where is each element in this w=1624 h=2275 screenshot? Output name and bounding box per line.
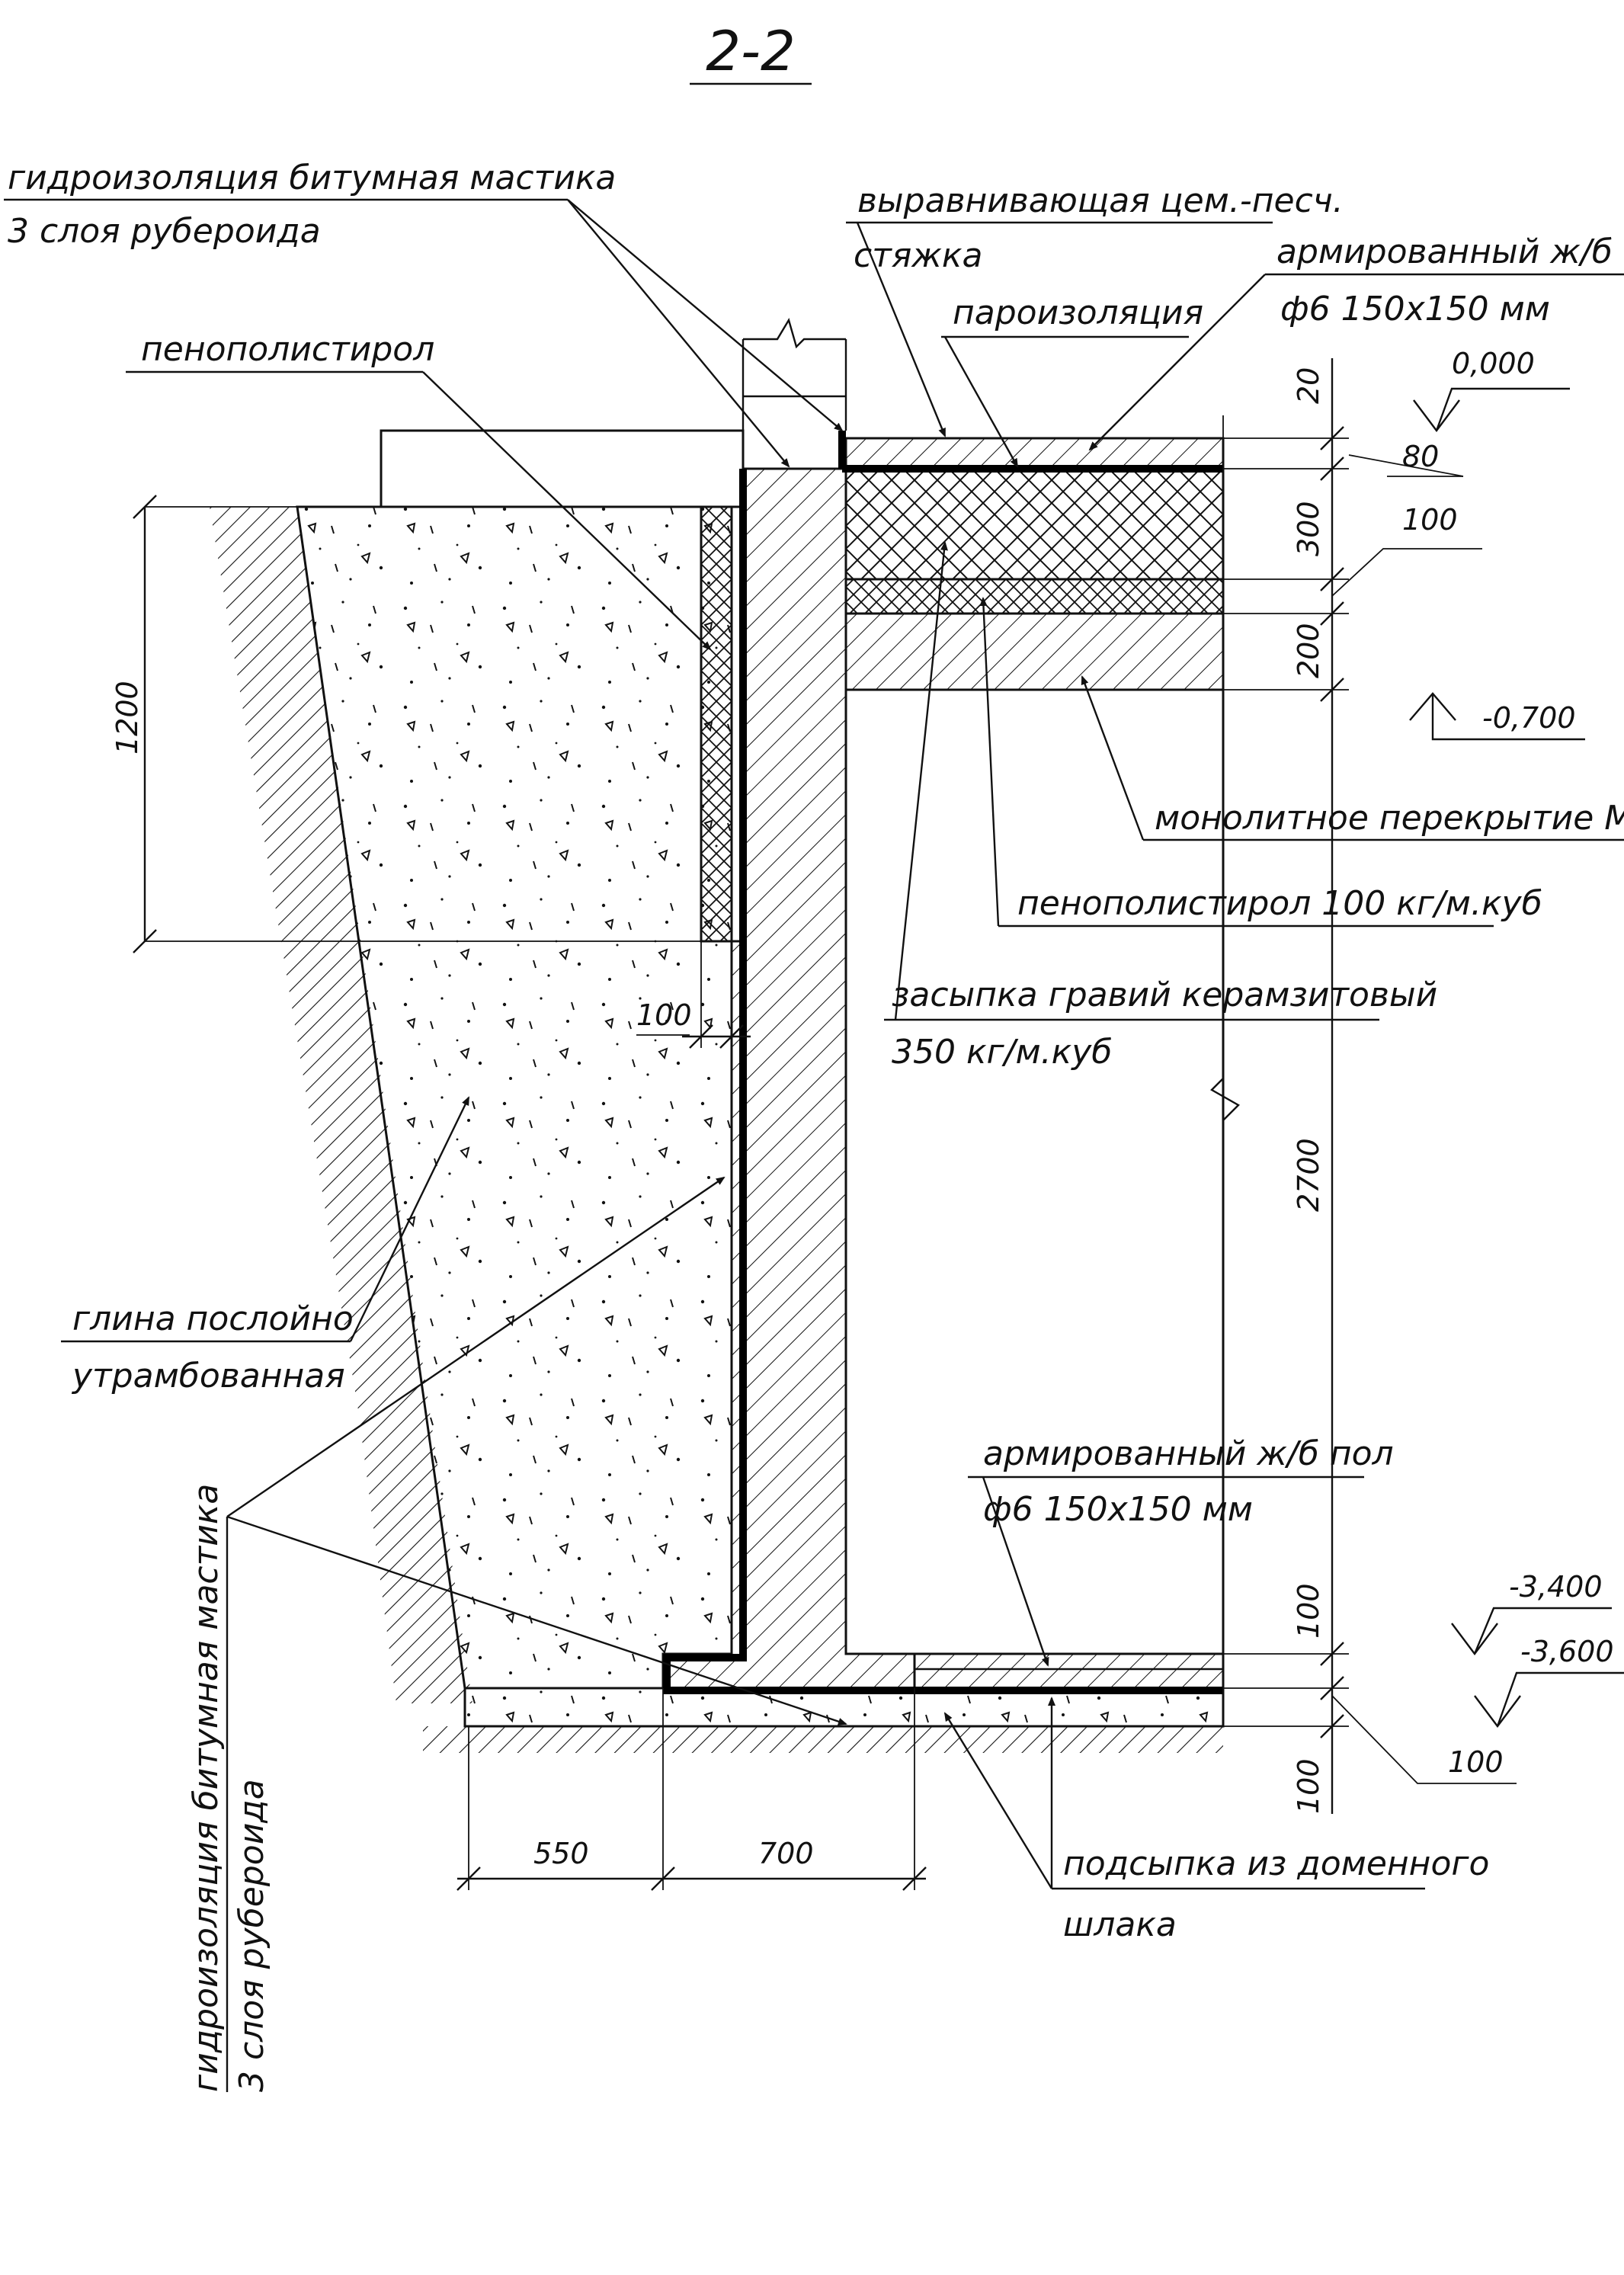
dim-80-leader <box>1348 454 1464 477</box>
monolithic-slab <box>844 612 1225 691</box>
bottom-dim-tick-2 <box>651 1866 675 1891</box>
waterproof-wall-base <box>663 469 1223 1694</box>
svg-text:выравнивающая цем.-песч.: выравнивающая цем.-песч. <box>857 181 1344 220</box>
foam-layer <box>844 578 1225 615</box>
right-dim-ticks <box>1223 426 1349 1738</box>
svg-text:армированный ж/б пол: армированный ж/б пол <box>983 1434 1394 1473</box>
basement-room <box>844 688 1225 1655</box>
wall-break-line <box>743 318 846 349</box>
label-clay: глина послойно утрамбованная <box>61 1096 470 1395</box>
svg-text:шлака: шлака <box>1063 1905 1177 1944</box>
svg-text:350 кг/м.куб: 350 кг/м.куб <box>892 1033 1112 1072</box>
label-foam-left: пенополистирол <box>126 330 712 651</box>
screed-layer <box>844 437 1225 470</box>
dim-100-b: 100 <box>636 998 692 1032</box>
svg-text:утрамбованная: утрамбованная <box>71 1357 345 1395</box>
label-gravel: засыпка гравий керамзитовый 350 кг/м.куб <box>884 541 1437 1072</box>
level-middle: -0,700 <box>1409 692 1585 741</box>
right-break-mark <box>1210 1078 1240 1121</box>
svg-text:3 слоя рубероида: 3 слоя рубероида <box>232 1779 271 2092</box>
dim-100-d: 100 <box>1292 1758 1325 1814</box>
dim-2700: 2700 <box>1292 1138 1325 1212</box>
dim-100-e: 100 <box>1448 1745 1504 1779</box>
svg-text:подсыпка из доменного: подсыпка из доменного <box>1063 1844 1489 1883</box>
gravel-layer <box>844 467 1225 581</box>
level-floor: -3,400 <box>1451 1570 1612 1655</box>
dim-300: 300 <box>1292 501 1325 556</box>
svg-text:пароизоляция: пароизоляция <box>953 293 1203 332</box>
svg-text:ф6 150х150 мм: ф6 150х150 мм <box>1280 290 1550 328</box>
label-foam-density: пенополистирол 100 кг/м.куб <box>979 597 1542 928</box>
label-slag: подсыпка из доменного шлака <box>943 1697 1489 1944</box>
svg-text:армированный ж/б пол: армированный ж/б пол <box>1276 232 1624 271</box>
dim-550: 550 <box>533 1837 589 1870</box>
dim-100-a-leader <box>1331 548 1482 597</box>
label-floor-top: армированный ж/б пол ф6 150х150 мм <box>1088 232 1624 451</box>
blind-area <box>380 429 745 508</box>
dim-100-c: 100 <box>1292 1583 1325 1639</box>
svg-text:глина послойно: глина послойно <box>72 1299 354 1338</box>
dim-100-b-tick-2 <box>719 1024 744 1049</box>
dim-1200: 1200 <box>111 681 144 755</box>
svg-text:гидроизоляция битумная мастика: гидроизоляция битумная мастика <box>8 159 616 197</box>
svg-text:-3,600: -3,600 <box>1520 1635 1614 1668</box>
label-waterproof-bottom: гидроизоляция битумная мастика 3 слоя ру… <box>187 1176 847 2092</box>
svg-text:-3,400: -3,400 <box>1509 1570 1603 1604</box>
svg-text:-0,700: -0,700 <box>1482 701 1576 735</box>
earth-slope-hatch <box>210 507 472 1703</box>
svg-text:стяжка: стяжка <box>854 236 982 275</box>
svg-text:пенополистирол 100 кг/м.куб: пенополистирол 100 кг/м.куб <box>1017 884 1542 923</box>
svg-text:гидроизоляция битумная мастика: гидроизоляция битумная мастика <box>187 1484 226 2092</box>
level-base: -3,600 <box>1474 1635 1624 1728</box>
label-slab: монолитное перекрытие Мп-1 <box>1081 675 1624 841</box>
section-title: 2-2 <box>706 19 796 83</box>
label-screed: выравнивающая цем.-песч. стяжка <box>846 181 1344 437</box>
dim-700: 700 <box>758 1837 814 1870</box>
svg-text:монолитное перекрытие Мп-1: монолитное перекрытие Мп-1 <box>1155 799 1624 838</box>
dim-20: 20 <box>1292 367 1325 404</box>
wall-foam-strip <box>700 505 733 943</box>
bottom-floor-slab <box>913 1652 1225 1690</box>
svg-text:засыпка гравий керамзитовый: засыпка гравий керамзитовый <box>892 976 1437 1014</box>
label-waterproof-top: гидроизоляция битумная мастика 3 слоя ру… <box>4 159 844 468</box>
label-floor-bottom: армированный ж/б пол ф6 150х150 мм <box>968 1434 1394 1667</box>
bottom-dim-tick-1 <box>456 1866 481 1891</box>
svg-text:ф6 150х150 мм: ф6 150х150 мм <box>983 1490 1253 1529</box>
level-top: 0,000 <box>1413 347 1570 432</box>
dim-100-a: 100 <box>1402 503 1458 537</box>
bottom-dim-tick-3 <box>902 1866 927 1891</box>
svg-text:пенополистирол: пенополистирол <box>141 330 434 369</box>
svg-text:0,000: 0,000 <box>1452 347 1535 380</box>
svg-text:3 слоя рубероида: 3 слоя рубероида <box>8 212 321 251</box>
earth-bottom-hatch <box>423 1726 1223 1753</box>
dim-100-e-leader <box>1331 1695 1517 1784</box>
dim-200: 200 <box>1292 623 1325 678</box>
label-vapor: пароизоляция <box>941 293 1203 468</box>
